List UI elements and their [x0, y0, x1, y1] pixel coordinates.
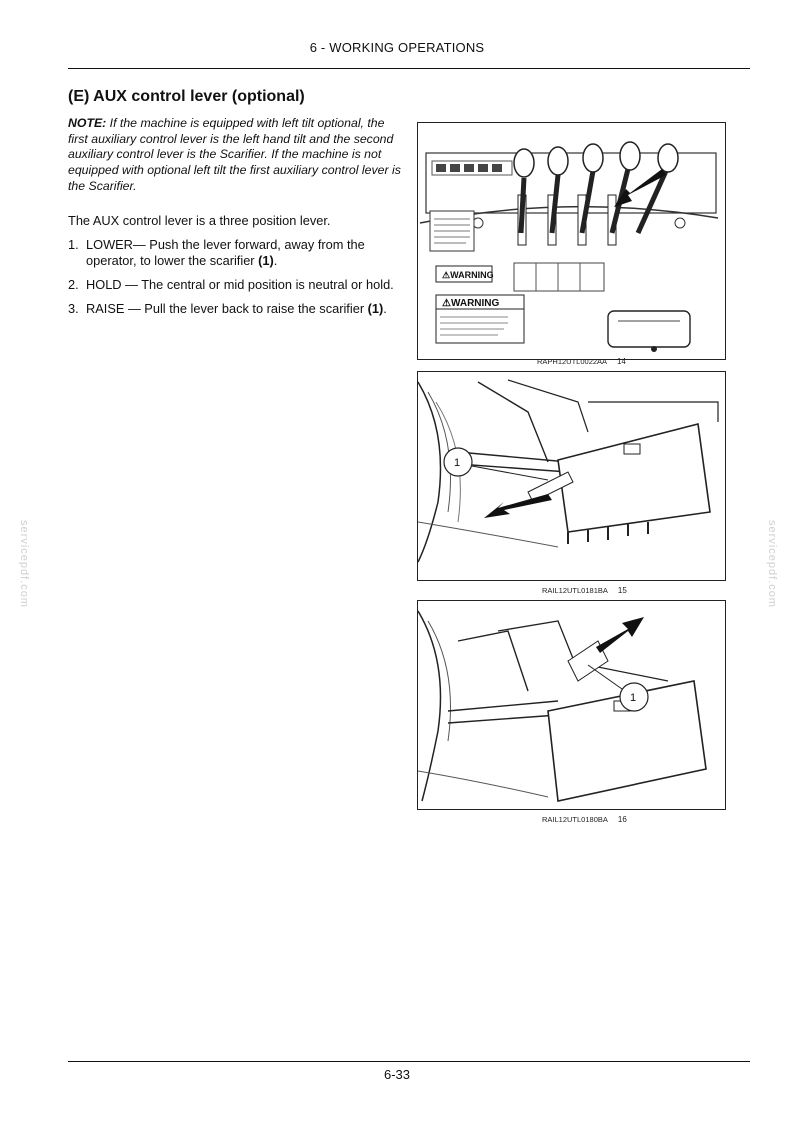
page-number: 6-33 — [383, 1067, 411, 1082]
figure-number: 14 — [617, 357, 626, 366]
figure-number: 16 — [617, 815, 627, 824]
callout-1: 1 — [630, 692, 636, 704]
figure-control-levers: ⚠WARNING ⚠WARNING — [417, 122, 726, 360]
control-levers-illustration: ⚠WARNING ⚠WARNING — [419, 141, 719, 352]
warning-label-1: ⚠WARNING — [442, 270, 494, 280]
step-end: . — [273, 252, 278, 268]
figure-scarifier-lower: 1 — [417, 371, 726, 581]
warning-label-2: ⚠WARNING — [442, 298, 500, 309]
figure-caption-15: RAIL12UTL0181BA 15 — [542, 586, 627, 595]
step-item: 3. RAISE — Pull the lever back to raise t… — [68, 301, 404, 317]
footer-rule — [68, 1061, 750, 1062]
figure-caption-14: RAPH12UTL0022AA 14 — [537, 357, 626, 366]
scarifier-lower-illustration: 1 — [418, 379, 719, 563]
figure-code: RAIL12UTL0181BA — [542, 586, 608, 595]
step-item: 1. LOWER— Push the lever forward, away fr… — [68, 237, 404, 269]
step-text: LOWER— Push the lever forward, away from… — [86, 236, 365, 268]
page-header: 6 - WORKING OPERATIONS — [309, 40, 485, 55]
step-number: 2. — [68, 276, 79, 292]
section-title: (E) AUX control lever (optional) — [68, 88, 305, 105]
step-ref: (1) — [258, 252, 274, 268]
scarifier-raise-illustration: 1 — [418, 610, 707, 802]
step-number: 1. — [68, 236, 79, 252]
step-end: . — [383, 300, 387, 316]
figure-code: RAPH12UTL0022AA — [537, 357, 608, 366]
note-paragraph: NOTE: If the machine is equipped with le… — [68, 116, 404, 195]
header-rule — [68, 68, 750, 69]
note-label: NOTE: — [68, 116, 107, 130]
step-number: 3. — [68, 300, 79, 316]
figure-scarifier-raise: 1 — [417, 600, 726, 810]
figure-caption-16: RAIL12UTL0180BA 16 — [542, 815, 627, 824]
figure-number: 15 — [617, 586, 627, 595]
watermark-left: servicepdf.com — [18, 520, 30, 608]
figure-code: RAIL12UTL0180BA — [542, 815, 608, 824]
callout-1: 1 — [454, 457, 460, 469]
steps-list: 1. LOWER— Push the lever forward, away fr… — [68, 237, 404, 317]
text-column: (E) AUX control lever (optional) NOTE: I… — [68, 88, 404, 325]
note-text: If the machine is equipped with left til… — [68, 116, 401, 193]
intro-paragraph: The AUX control lever is a three positio… — [68, 212, 331, 228]
step-item: 2. HOLD — The central or mid position is … — [68, 277, 404, 293]
watermark-right: servicepdf.com — [766, 520, 778, 608]
step-ref: (1) — [367, 300, 384, 316]
step-text: RAISE — Pull the lever back to raise the… — [86, 300, 368, 316]
step-text: HOLD — The central or mid position is ne… — [86, 276, 394, 292]
